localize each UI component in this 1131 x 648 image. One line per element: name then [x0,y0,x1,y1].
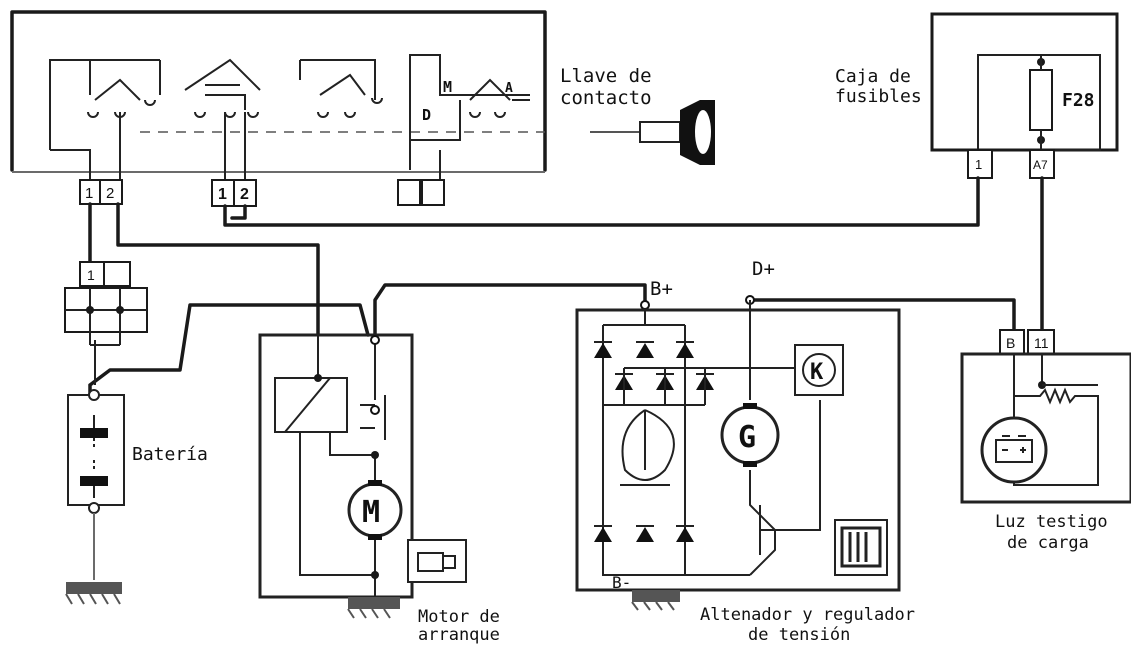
battery-label: Batería [132,444,208,465]
wires [88,176,1044,397]
starter-label-line1: Motor de [418,607,500,627]
ignition-connector-a: 1 2 [79,179,123,205]
starter-motor-block: M [258,333,467,599]
relay-letter: K [810,360,824,385]
switch-letter-m: M [443,78,452,96]
switch-letter-a: A [505,81,513,96]
regulator-chip-icon [834,519,888,576]
pin-label: B [1006,335,1015,351]
ignition-label-line1: Llave de [560,65,652,87]
ground-icon [65,582,122,605]
warning-lamp-block: B 11 [960,329,1131,504]
ignition-label-line2: contacto [560,87,652,109]
key-icon [590,100,715,165]
battery-fuse-block: 1 [64,261,148,346]
warning-label-line1: Luz testigo [995,512,1108,532]
bminus-label: B- [612,573,631,592]
battery [67,389,125,580]
dplus-label: D+ [752,258,775,280]
alternator-label-line2: de tensión [748,625,850,645]
fusebox-label-line1: Caja de [835,66,911,87]
ground-icon [347,597,400,619]
warning-label-line2: de carga [1007,533,1089,553]
fuse-f28 [1029,69,1053,131]
fuse-box: F28 1 A7 [930,12,1119,179]
switch-letter-d: D [422,106,431,124]
battery-lamp-icon [980,416,1048,484]
pin-label: 1 [85,185,93,202]
bplus-label: B+ [650,278,673,300]
pin-label: 2 [106,185,114,202]
fuse-label: F28 [1062,90,1095,111]
pin-label: 1 [975,157,982,172]
pin-label: 1 [87,267,95,283]
ignition-switch: M D A [10,10,547,206]
pin-label: 2 [240,186,249,203]
motor-letter: M [362,495,380,530]
fusebox-label-line2: fusibles [835,86,922,107]
alternator-label-line1: Altenador y regulador [700,605,915,625]
alternator-block: G K B- [575,300,901,592]
pin-label: 1 [218,186,227,203]
ignition-connector-b: 1 2 [211,179,257,207]
generator-letter: G [738,420,756,455]
starter-label-line2: arranque [418,625,500,645]
pin-label: 11 [1034,335,1049,351]
starter-motor-icon [407,539,467,583]
pin-label: A7 [1033,158,1048,172]
ground-icon [631,590,680,611]
